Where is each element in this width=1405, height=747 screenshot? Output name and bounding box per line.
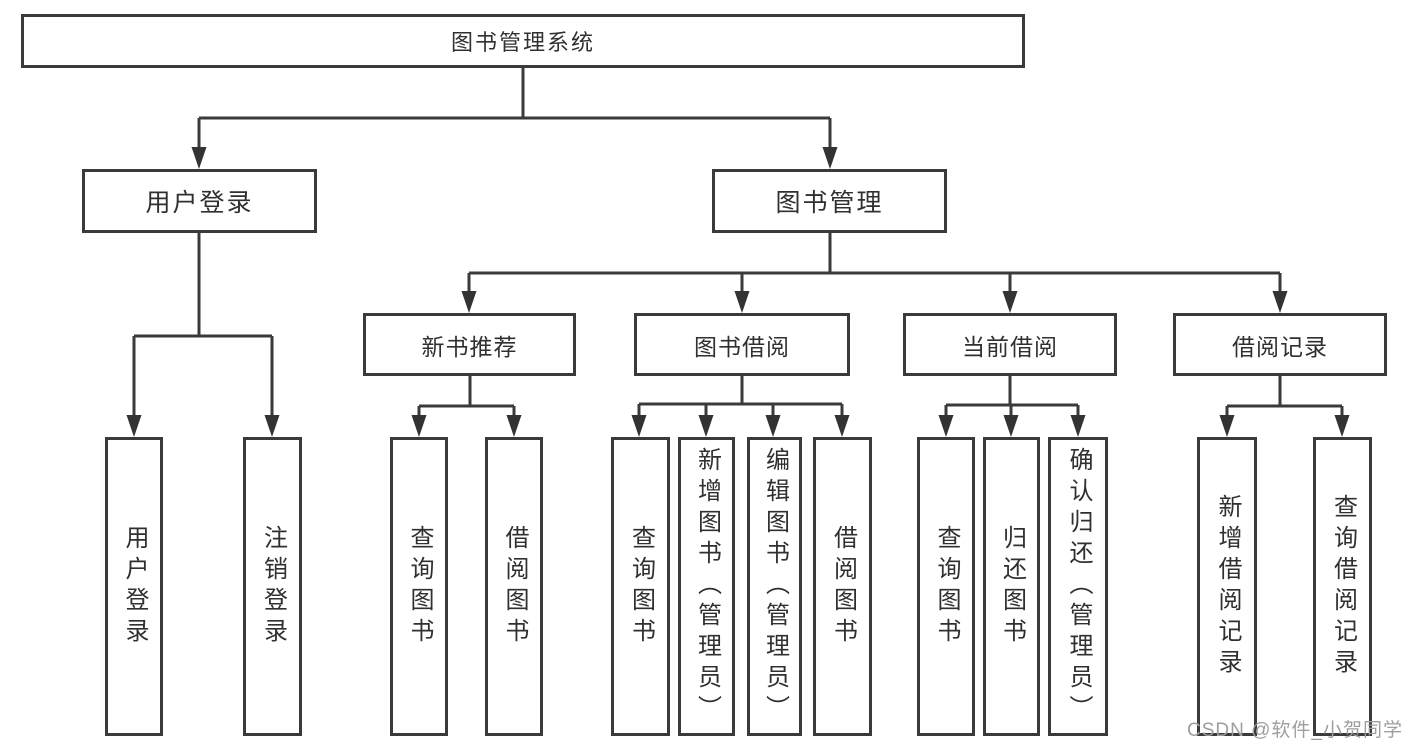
leaf-edit-book-admin: 编辑图书（管理员） bbox=[747, 437, 802, 736]
node-label: 编辑图书（管理员） bbox=[761, 447, 789, 726]
node-current-borrow: 当前借阅 bbox=[903, 313, 1117, 376]
node-label: 新增借阅记录 bbox=[1214, 493, 1241, 680]
node-label: 新增图书（管理员） bbox=[693, 447, 721, 726]
node-label: 图书管理 bbox=[775, 189, 884, 217]
leaf-add-borrow-record: 新增借阅记录 bbox=[1197, 437, 1257, 736]
node-book-management: 图书管理 bbox=[712, 169, 947, 233]
node-label: 确认归还（管理员） bbox=[1065, 447, 1092, 726]
node-label: 查询图书 bbox=[933, 524, 960, 649]
leaf-borrow-query-books: 查询图书 bbox=[611, 437, 670, 736]
node-label: 借阅记录 bbox=[1232, 333, 1328, 360]
leaf-query-borrow-record: 查询借阅记录 bbox=[1313, 437, 1372, 736]
node-label: 查询图书 bbox=[406, 524, 433, 649]
leaf-logout: 注销登录 bbox=[243, 437, 302, 736]
node-label: 借阅图书 bbox=[829, 524, 857, 649]
leaf-current-query-books: 查询图书 bbox=[917, 437, 975, 736]
leaf-recommend-borrow-books: 借阅图书 bbox=[485, 437, 543, 736]
node-label: 查询借阅记录 bbox=[1329, 493, 1357, 680]
leaf-recommend-query-books: 查询图书 bbox=[390, 437, 448, 736]
node-user-login: 用户登录 bbox=[82, 169, 317, 233]
node-label: 当前借阅 bbox=[962, 333, 1058, 360]
node-label: 新书推荐 bbox=[421, 333, 518, 360]
node-label: 借阅图书 bbox=[501, 524, 528, 649]
node-label: 用户登录 bbox=[121, 524, 148, 649]
node-new-book-recommend: 新书推荐 bbox=[363, 313, 576, 376]
leaf-confirm-return-admin: 确认归还（管理员） bbox=[1048, 437, 1108, 736]
node-label: 查询图书 bbox=[627, 524, 655, 649]
edge-lines bbox=[132, 68, 1344, 418]
node-borrow-records: 借阅记录 bbox=[1173, 313, 1387, 376]
node-label: 图书借阅 bbox=[694, 333, 790, 360]
leaf-return-books: 归还图书 bbox=[983, 437, 1040, 736]
leaf-user-login: 用户登录 bbox=[105, 437, 163, 736]
leaf-borrow-borrow-books: 借阅图书 bbox=[813, 437, 872, 736]
edge-arrowheads bbox=[126, 147, 1350, 437]
node-label: 归还图书 bbox=[998, 524, 1026, 649]
node-label: 用户登录 bbox=[145, 189, 254, 217]
csdn-watermark: CSDN @软件_小贺同学 bbox=[1187, 720, 1403, 741]
node-book-borrow: 图书借阅 bbox=[634, 313, 850, 376]
leaf-add-book-admin: 新增图书（管理员） bbox=[678, 437, 735, 736]
node-label: 图书管理系统 bbox=[450, 30, 595, 55]
node-library-management-system: 图书管理系统 bbox=[21, 14, 1025, 68]
node-label: 注销登录 bbox=[259, 524, 287, 649]
